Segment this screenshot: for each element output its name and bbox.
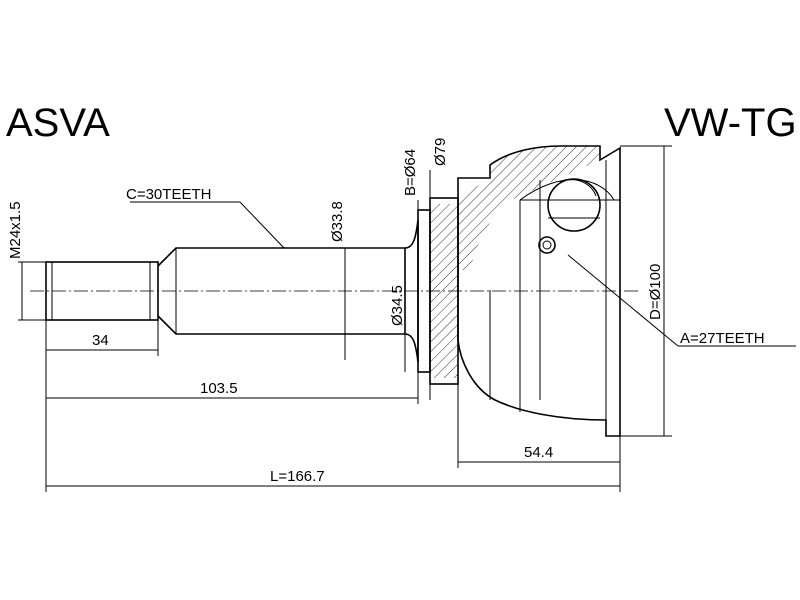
- thread-label: M24x1.5: [7, 201, 24, 259]
- threaded-stub: [45, 261, 159, 321]
- shaft-length-label: 103.5: [200, 380, 238, 397]
- flange-diameter-label: B=Ø64: [402, 149, 419, 196]
- spline-outer-label: C=30TEETH: [126, 186, 211, 203]
- bell-diameter-label: Ø79: [432, 138, 449, 166]
- neck-flange: [417, 197, 459, 385]
- total-length-label: L=166.7: [270, 468, 325, 485]
- seal-diameter-label: Ø34.5: [389, 285, 406, 326]
- housing-diameter-label: D=Ø100: [647, 264, 664, 320]
- joint-balls: [538, 178, 601, 254]
- dimension-labels: M24x1.5 C=30TEETH Ø33.8 Ø34.5 B=Ø64 Ø79 …: [7, 138, 765, 485]
- bell-housing: [457, 145, 621, 437]
- brand-name: ASVA: [6, 101, 110, 145]
- housing-length-label: 54.4: [524, 444, 553, 461]
- thread-length-label: 34: [92, 332, 109, 349]
- spline-inner-label: A=27TEETH: [680, 330, 765, 347]
- part-code: VW-TG: [664, 101, 797, 145]
- shaft-diameter-label: Ø33.8: [329, 201, 346, 242]
- dimension-lines: [18, 145, 796, 492]
